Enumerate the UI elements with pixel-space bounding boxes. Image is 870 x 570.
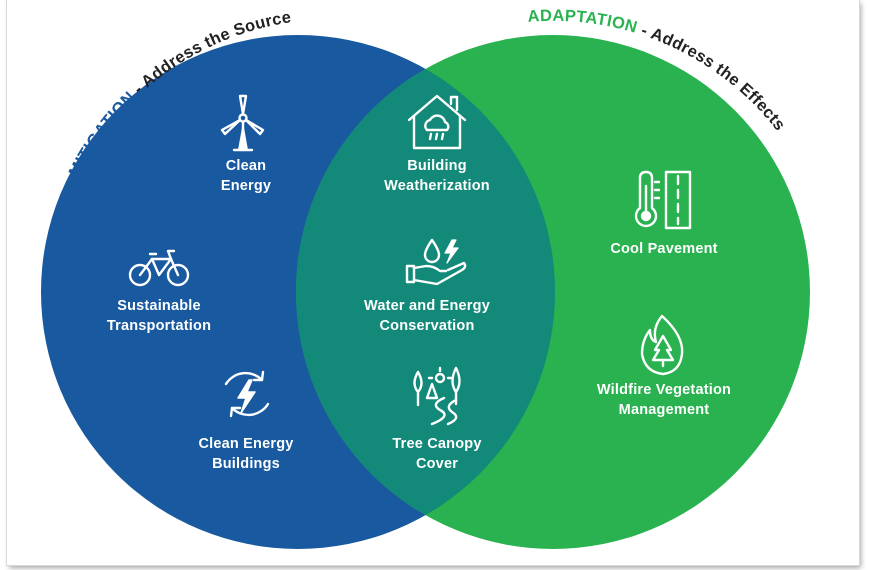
thermometer-road-icon (634, 170, 692, 230)
label-clean-energy-buildings: Clean Energy Buildings (198, 434, 293, 474)
label-tree-canopy-cover-line-1: Tree Canopy (392, 436, 482, 452)
label-water-energy-conservation-line-1: Water and Energy (364, 298, 490, 314)
wildfire-tree-icon (640, 314, 684, 376)
hand-water-energy-icon (405, 238, 467, 286)
overlap-region (296, 35, 555, 549)
label-water-energy-conservation: Water and Energy Conservation (364, 296, 490, 336)
label-wildfire-vegetation-management-line-2: Management (618, 402, 710, 418)
label-water-energy-conservation-line-2: Conservation (379, 318, 475, 334)
label-building-weatherization-line-1: Building (407, 158, 467, 174)
label-cool-pavement: Cool Pavement (610, 239, 717, 259)
label-wildfire-vegetation-management-line-1: Wildfire Vegetation (596, 382, 732, 398)
label-clean-energy-line-2: Energy (220, 178, 272, 194)
wind-turbine-icon (220, 94, 265, 152)
label-wildfire-vegetation-management: Wildfire Vegetation Management (597, 380, 731, 420)
label-building-weatherization-line-2: Weatherization (384, 178, 490, 194)
label-sustainable-transportation: Sustainable Transportation (107, 296, 211, 336)
label-clean-energy-buildings-line-2: Buildings (212, 456, 280, 472)
label-clean-energy: Clean Energy (221, 156, 271, 196)
label-tree-canopy-cover: Tree Canopy Cover (392, 434, 481, 474)
label-clean-energy-line-1: Clean (225, 158, 267, 174)
label-sustainable-transportation-line-1: Sustainable (117, 298, 201, 314)
label-tree-canopy-cover-line-2: Cover (415, 456, 459, 472)
label-sustainable-transportation-line-2: Transportation (106, 318, 212, 334)
adaptation-title: ADAPTATION (527, 7, 639, 37)
house-cloud-icon (407, 94, 467, 150)
label-clean-energy-buildings-line-1: Clean Energy (198, 436, 294, 452)
label-building-weatherization: Building Weatherization (384, 156, 490, 196)
renewable-energy-cycle-icon (224, 370, 270, 418)
trees-path-icon (413, 366, 461, 426)
bicycle-icon (128, 249, 190, 287)
label-cool-pavement-line-1: Cool Pavement (610, 241, 718, 257)
